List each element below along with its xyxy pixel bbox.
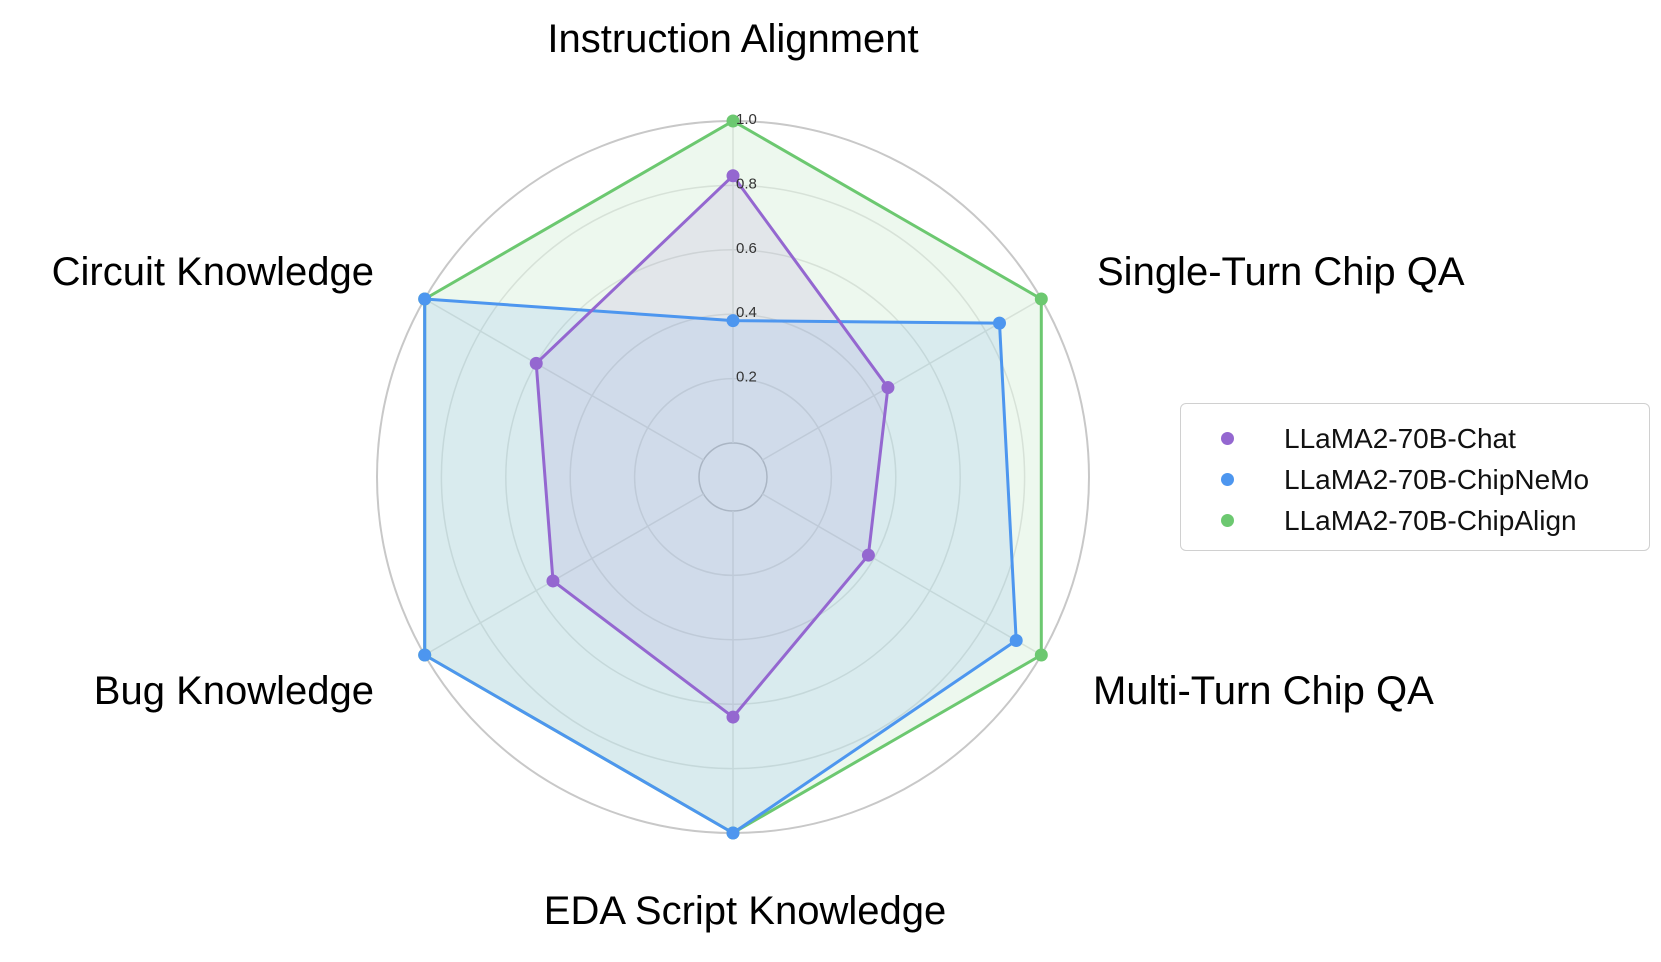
series-1-point-3	[726, 826, 740, 840]
series-1-point-0	[726, 314, 740, 328]
series-fill-1	[424, 299, 1017, 833]
tick-label-2: 0.6	[736, 240, 757, 257]
series-1-point-5	[418, 292, 432, 306]
legend-item-2: LLaMA2-70B-ChipAlign	[1211, 500, 1649, 541]
tick-label-1: 0.4	[736, 304, 757, 321]
series-1-point-2	[1009, 634, 1023, 648]
legend-marker-0	[1221, 432, 1234, 445]
tick-label-3: 0.8	[736, 175, 757, 192]
axis-label-1: Single-Turn Chip QA	[1097, 250, 1465, 294]
series-0-point-4	[546, 574, 560, 588]
series-1-point-4	[418, 648, 432, 662]
axis-label-3: EDA Script Knowledge	[544, 889, 946, 933]
series-2-point-1	[1034, 292, 1048, 306]
series-0-point-1	[881, 381, 895, 395]
series-fill-2	[424, 121, 1042, 833]
series-fill-0	[536, 175, 888, 718]
axis-label-0: Instruction Alignment	[547, 17, 918, 61]
tick-label-4: 1.0	[736, 111, 757, 128]
tick-label-0: 0.2	[736, 369, 757, 386]
series-0-point-3	[726, 710, 740, 724]
series-2-point-0	[726, 114, 740, 128]
legend-label-2: LLaMA2-70B-ChipAlign	[1284, 504, 1577, 536]
series-points	[418, 114, 1048, 840]
legend-marker-2	[1221, 514, 1234, 527]
legend-marker-1	[1221, 473, 1234, 486]
spoke-5	[424, 298, 704, 461]
series-0-point-2	[861, 548, 875, 562]
series-fills	[424, 121, 1042, 833]
series-0-point-5	[529, 356, 543, 370]
legend-label-0: LLaMA2-70B-Chat	[1284, 422, 1516, 454]
legend-item-1: LLaMA2-70B-ChipNeMo	[1211, 459, 1649, 500]
series-1-point-1	[992, 316, 1006, 330]
axis-label-5: Circuit Knowledge	[52, 250, 374, 294]
axis-label-2: Multi-Turn Chip QA	[1093, 669, 1434, 713]
series-0-point-0	[726, 169, 740, 183]
spoke-4	[424, 493, 704, 656]
series-2-point-2	[1034, 648, 1048, 662]
radial-tick-labels: 0.2 0.4 0.6 0.8 1.0	[736, 111, 757, 386]
spoke-2	[762, 493, 1042, 656]
legend-item-0: LLaMA2-70B-Chat	[1211, 418, 1649, 459]
axis-label-4: Bug Knowledge	[94, 669, 374, 713]
legend-label-1: LLaMA2-70B-ChipNeMo	[1284, 463, 1590, 495]
